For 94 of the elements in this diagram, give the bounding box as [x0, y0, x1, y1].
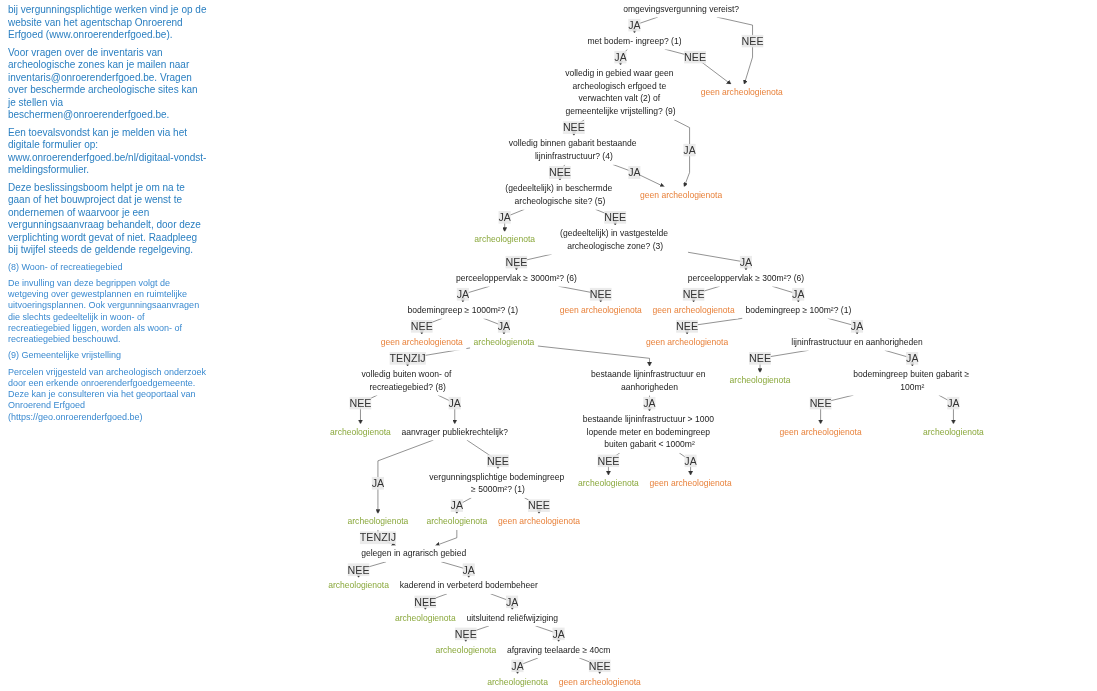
node-text: bodemingreep buiten gabarit ≥ 100m²: [853, 369, 970, 392]
edge-label: JA: [628, 19, 641, 31]
edge-label: JA: [462, 563, 475, 576]
node-text: geen archeologienota: [558, 677, 641, 687]
node-text: archeologienota: [578, 478, 639, 488]
node-text: geen archeologienota: [779, 427, 862, 437]
edge-label: NEE: [676, 320, 699, 333]
node-text: archeologienota: [435, 645, 497, 655]
info-paragraph: bij vergunningsplichtige werken vind je op de website van het agentschap Onroerend Erfgoed (www.onroerenderfgoed.be).: [8, 4, 207, 42]
info-paragraph: Deze beslissingsboom helpt je om na te gaan of het bouwproject dat je wenst te ondernemen of waarvoor je een vergunningsaanvraag behandelt, door deze verplichting wordt gevat of niet. Raadpleeg bij twijfel steeds de geldende regelgeving.: [8, 181, 202, 257]
edge-label: NEE: [410, 320, 433, 333]
info-paragraph: Voor vragen over de inventaris van archeologische zones kan je mailen naar inventaris@onroerenderfgoed.be. Vragen over beschermde archeologische sites kan je stellen via beschermen@onroerenderfgoed.be.: [8, 46, 199, 122]
edge-label: JA: [448, 397, 461, 410]
edge-label: JA: [371, 477, 385, 490]
node-text: archeologienota: [923, 427, 984, 437]
edge-label: NEE: [604, 211, 627, 224]
edge-label: NEE: [528, 499, 550, 512]
edge-label: JA: [456, 288, 470, 301]
node-text: archeologienota: [394, 613, 456, 623]
node-text: archeologienota: [347, 516, 409, 526]
edge-label: JA: [643, 397, 656, 410]
node-text: geen archeologienota: [497, 516, 581, 526]
node-text: kaderend in verbeterd bodembeheer: [399, 581, 538, 591]
node-text: archeologienota: [328, 581, 389, 591]
edge-label: JA: [739, 256, 753, 269]
node-text: volledig binnen gabarit bestaande lijninfrastructuur? (4): [508, 138, 637, 161]
edge-label: JA: [497, 320, 511, 333]
node-text: bodemingreep ≥ 1000m²? (1): [407, 305, 519, 315]
footnote-text: (8) Woon- of recreatiegebied: [8, 261, 124, 273]
node-text: gelegen in agrarisch gebied: [361, 548, 467, 559]
node-text: uitsluitend reliëfwijziging: [466, 613, 559, 623]
node-text: perceeloppervlak ≥ 3000m²? (6): [455, 273, 577, 283]
node-text: bestaande lijninfrastructuur en aanhorigheden: [591, 369, 706, 392]
node-text: (gedeeltelijk) in vastgestelde archeologische zone? (3): [560, 228, 668, 251]
node-text: lijninfrastructuur en aanhorigheden: [791, 337, 923, 347]
edge-label: NEE: [505, 256, 528, 269]
edge-label: NEE: [414, 595, 437, 608]
edge-label: JA: [947, 397, 960, 410]
footnote-text: (9) Gemeentelijke vrijstelling: [8, 350, 123, 362]
node-text: perceeloppervlak ≥ 300m²? (6): [687, 273, 805, 283]
node-text: geen archeologienota: [700, 87, 783, 97]
node-text: geen archeologienota: [645, 337, 729, 347]
node-text: geen archeologienota: [649, 478, 732, 488]
edge-label: JA: [614, 51, 627, 64]
footnote-text: Percelen vrijgesteld van archeologisch onderzoek door een erkende onroerenderfgoedgemeente. Deze kan je consulteren via het geoportaal van Onroerend Erfgoed (https://geo.onroerenderfgoed.be): [8, 366, 207, 423]
node-text: archeologienota: [474, 234, 536, 245]
edge-label: JA: [850, 320, 864, 333]
node-text: volledig buiten woon- of recreatiegebied? (8): [361, 369, 452, 392]
node-text: aanvrager publiekrechtelijk?: [401, 427, 508, 437]
edge-label: NEE: [562, 121, 585, 134]
edge-label: NEE: [682, 288, 705, 301]
node-text: geen archeologienota: [380, 337, 463, 347]
node-text: vergunningsplichtige bodemingreep ≥ 5000m²? (1): [429, 472, 565, 494]
node-text: archeologienota: [487, 677, 548, 687]
node-text: geen archeologienota: [652, 305, 735, 315]
edge-label: JA: [628, 166, 641, 179]
edge-label: JA: [505, 595, 519, 608]
edge-label: JA: [498, 211, 511, 224]
edge-label: NEE: [684, 51, 707, 64]
edge-label: NEE: [486, 454, 509, 467]
node-text: afgraving teelaarde ≥ 40cm: [506, 645, 611, 655]
edge-label: NEE: [741, 35, 764, 47]
node-text: geen archeologienota: [559, 305, 642, 315]
edge-label: NEE: [809, 397, 832, 410]
node-text: geen archeologienota: [640, 190, 723, 200]
node-text: archeologienota: [473, 337, 535, 347]
edge-label: JA: [906, 352, 919, 365]
edge-label: JA: [450, 499, 464, 512]
edge-label: NEE: [588, 660, 611, 672]
edge-label: NEE: [347, 563, 370, 576]
edge-label: NEE: [454, 627, 477, 640]
edge-label: NEE: [749, 352, 771, 365]
node-text: bestaande lijninfrastructuur > 1000 lopende meter en bodemingreep buiten gabarit < 1000m²: [582, 414, 714, 450]
node-text: archeologienota: [729, 375, 791, 386]
node-text: (gedeeltelijk) in beschermde archeologische site? (5): [505, 183, 613, 206]
edge-label: TENZIJ: [389, 352, 426, 365]
node-text: met bodem- ingreep? (1): [587, 36, 682, 46]
edge-label: JA: [552, 627, 565, 640]
edge-label: JA: [511, 660, 524, 672]
edge-label: NEE: [589, 288, 612, 301]
edge-label: NEE: [349, 397, 372, 410]
node-text: omgevingsvergunning vereist?: [623, 4, 740, 14]
edge-label: TENZIJ: [359, 531, 397, 544]
info-paragraph: Een toevalsvondst kan je melden via het digitale formulier op: www.onroerenderfgoed.be/nl/digitaal-vondst-meldingsformulier.: [8, 126, 207, 177]
footnote-text: De invulling van deze begrippen volgt de wetgeving over gewestplannen en ruimtelijke uitvoeringsplannen. Ook vergunningsaanvragen die slechts gedeeltelijk in woon- of recreatiegebied liggen, worden als woon- of recreatiegebied beschouwd.: [8, 277, 201, 346]
node-text: archeologienota: [426, 516, 488, 526]
node-text: bodemingreep ≥ 100m²? (1): [745, 305, 852, 315]
node-text: archeologienota: [330, 427, 391, 437]
edge-label: JA: [792, 288, 805, 301]
edge-label: NEE: [597, 454, 620, 467]
node-text: volledig in gebied waar geen archeologisch erfgoed te verwachten valt (2) of gemeentelijke vrijstelling? (9): [565, 68, 676, 116]
edge-label: NEE: [548, 166, 571, 179]
edge-label: JA: [684, 454, 697, 467]
edge-label: JA: [683, 144, 696, 156]
